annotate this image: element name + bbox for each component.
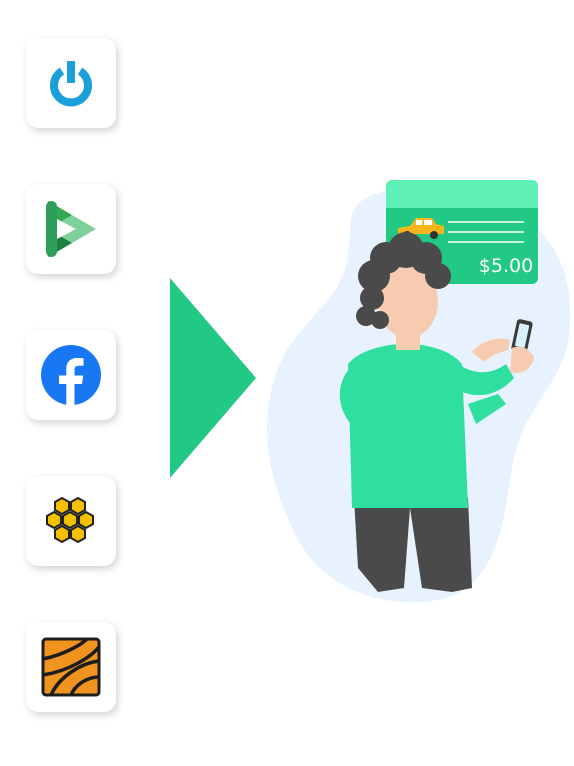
app-tile-orange-grid[interactable] (26, 622, 116, 712)
power-icon (50, 61, 92, 107)
receipt-price: $5.00 (478, 255, 534, 277)
facebook-icon (41, 345, 101, 406)
app-tile-power[interactable] (26, 38, 116, 128)
person-with-phone-illustration (266, 180, 571, 603)
app-tile-facebook[interactable] (26, 330, 116, 420)
play-triangle-icon (46, 201, 96, 257)
honeycomb-icon (46, 496, 94, 544)
orange-grid-icon (41, 637, 101, 697)
app-tile-honeycomb[interactable] (26, 476, 116, 566)
app-tile-play[interactable] (26, 184, 116, 274)
right-arrow-icon (170, 278, 256, 478)
